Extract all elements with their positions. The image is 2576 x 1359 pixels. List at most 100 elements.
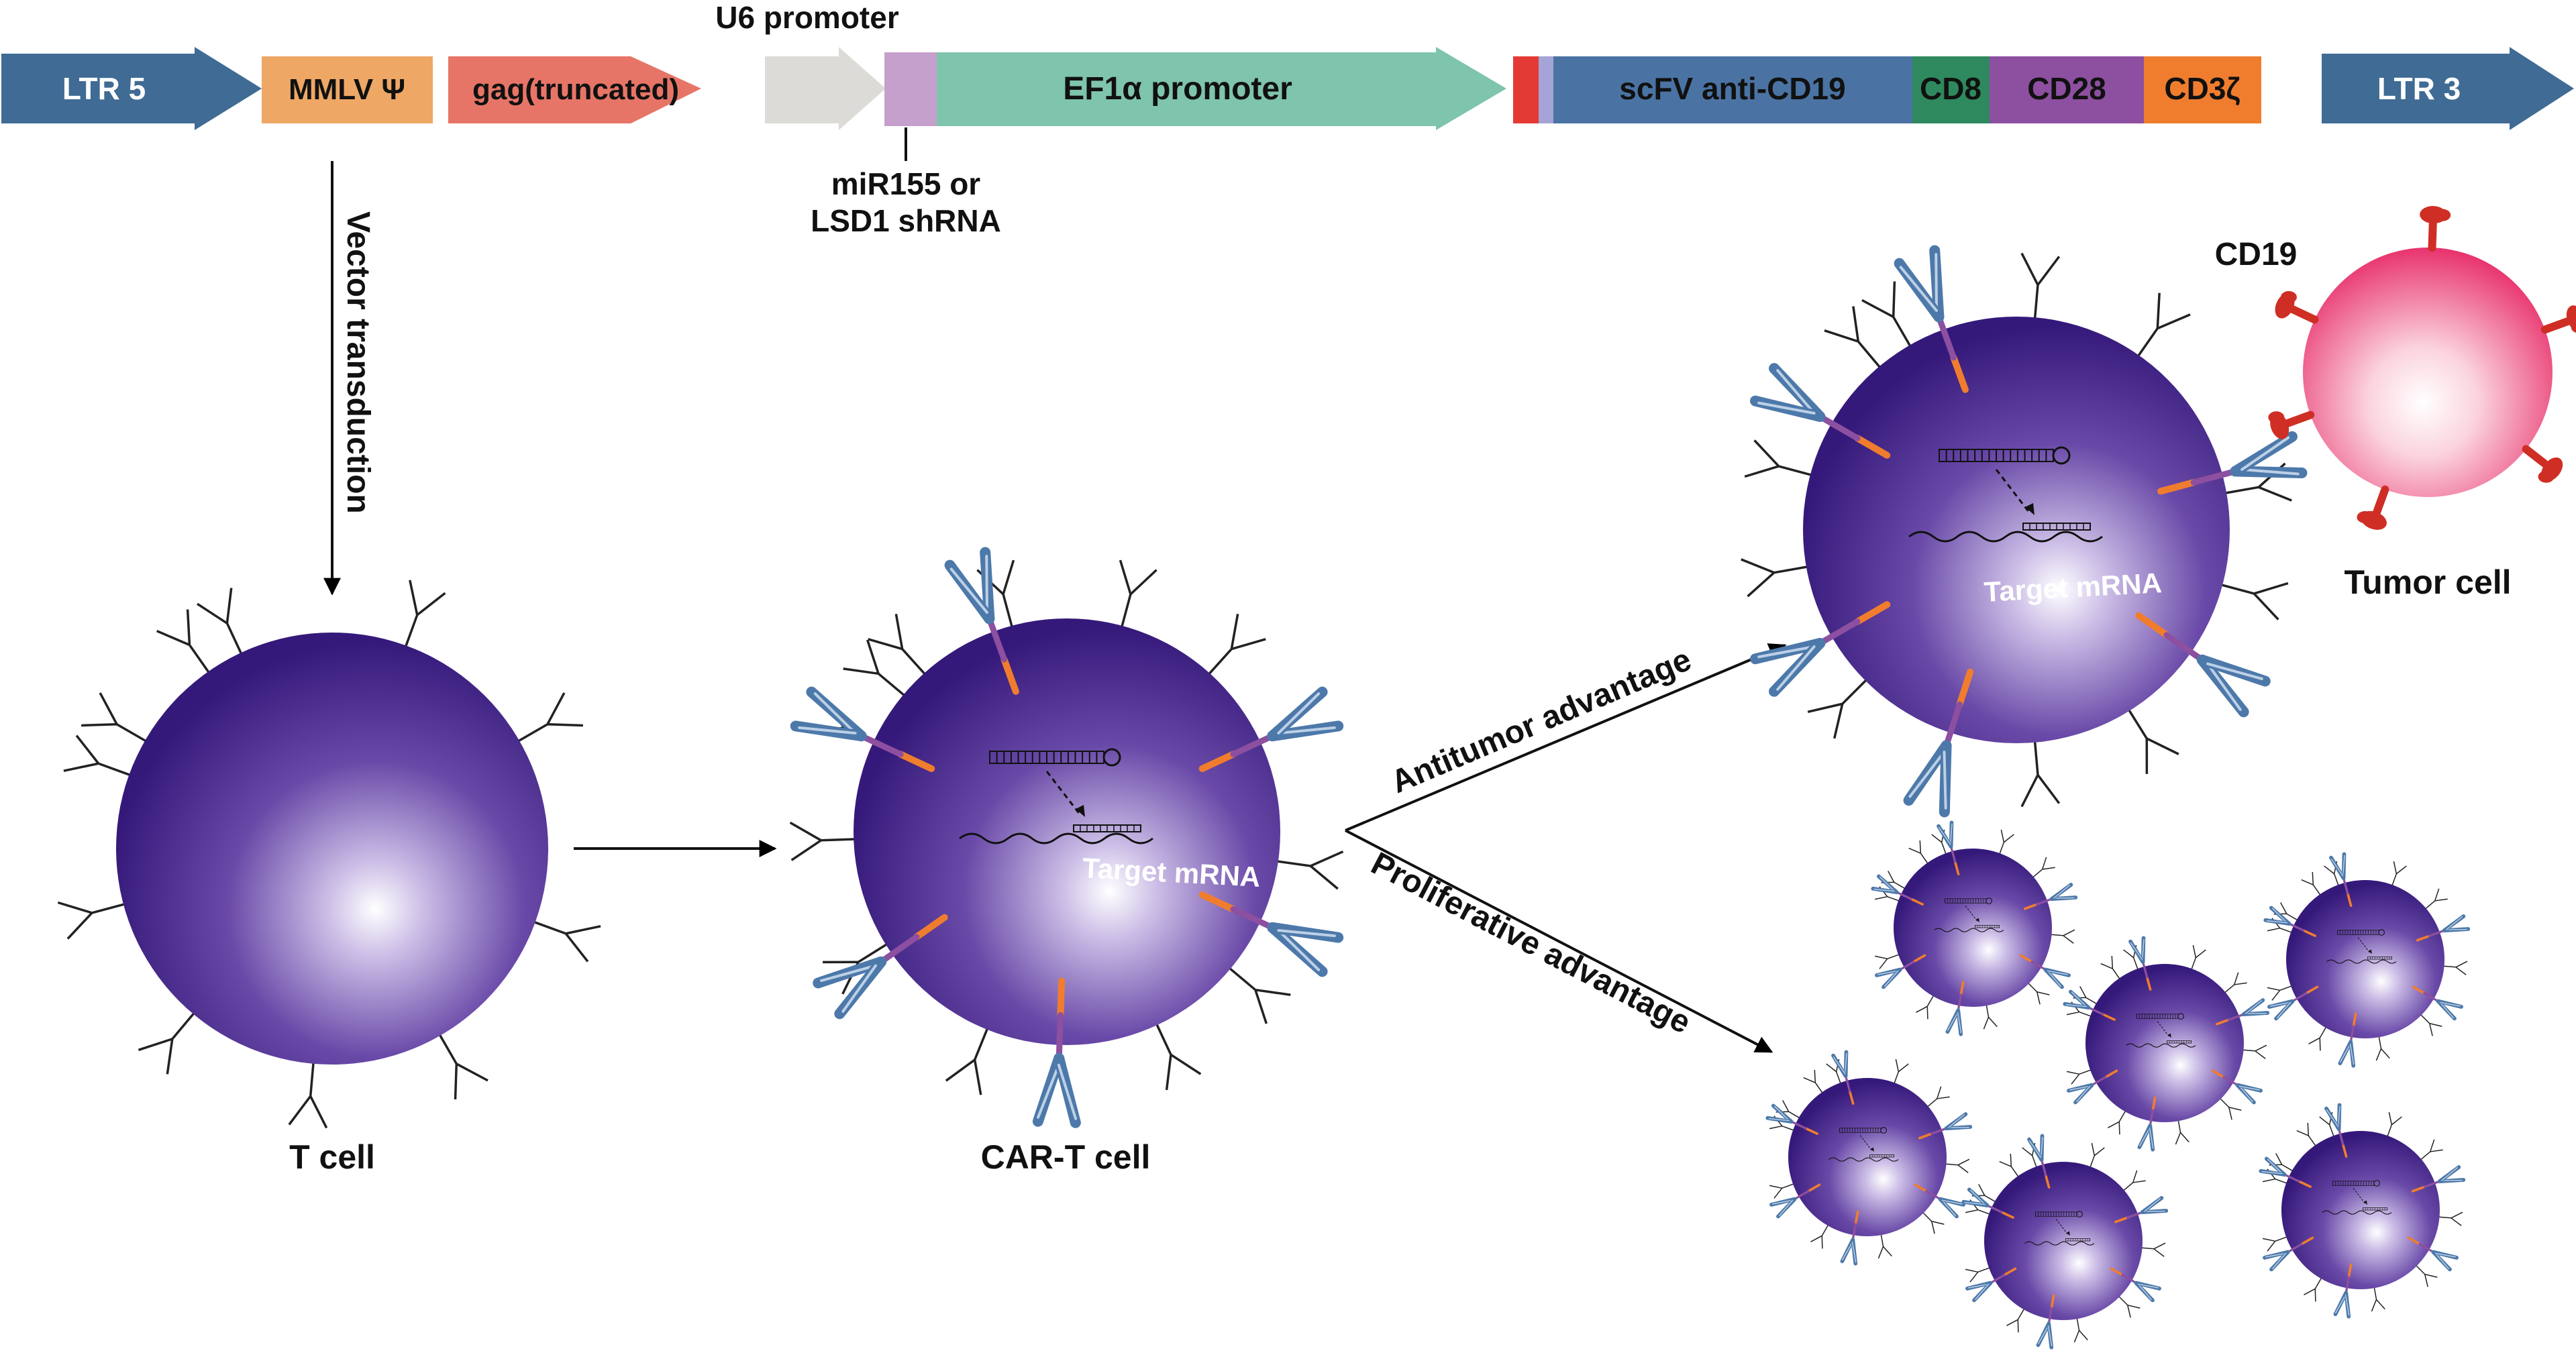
receptor — [2050, 930, 2075, 943]
receptor — [1227, 966, 1291, 1024]
car-scfv-highlight — [2340, 1044, 2351, 1062]
car-signal-domain — [1060, 981, 1062, 1015]
car-scfv-highlight — [1910, 752, 1944, 796]
car-t-cell-label: CAR-T cell — [981, 1138, 1151, 1176]
receptor — [2304, 1277, 2322, 1301]
cd3z-label: CD3ζ — [2164, 71, 2240, 106]
cells-layer — [58, 205, 2576, 1347]
ltr5-label: LTR 5 — [62, 71, 146, 106]
receptor — [1741, 559, 1810, 596]
receptor — [2141, 1243, 2165, 1256]
receptor — [2442, 961, 2467, 975]
shrna-label-2: LSD1 shRNA — [811, 203, 1001, 238]
receptor — [2032, 857, 2055, 878]
gag-label: gag(truncated) — [472, 73, 679, 106]
cell-body — [1803, 317, 2230, 743]
receptor — [2302, 872, 2321, 895]
cd8-label: CD8 — [1920, 71, 1981, 106]
receptor — [1824, 307, 1882, 370]
receptor — [1804, 1070, 1823, 1093]
receptor — [2218, 583, 2288, 619]
receptor — [2175, 1120, 2189, 1144]
proliferating-car-t-cell — [1767, 1052, 1970, 1263]
receptor — [2192, 945, 2206, 970]
car-scfv-highlight — [2336, 1295, 2346, 1313]
u6-label: U6 promoter — [715, 0, 899, 35]
u6-arrow — [765, 47, 886, 130]
receptor — [2136, 293, 2190, 359]
car-stalk — [1059, 1015, 1060, 1058]
receptor — [2267, 986, 2292, 1001]
tumor-cell — [2267, 205, 2576, 533]
receptor — [2420, 1140, 2443, 1160]
cd19-stalk — [2545, 321, 2567, 329]
receptor — [2416, 1265, 2438, 1287]
tumor-cell-label: Tumor cell — [2344, 563, 2511, 601]
receptor — [157, 610, 211, 675]
proliferating-car-t-cell — [2065, 938, 2267, 1149]
receptor — [1927, 1087, 1950, 1107]
receptor — [1916, 995, 1934, 1019]
receptor — [2000, 1154, 2019, 1177]
car-scfv-highlight — [1038, 1065, 1059, 1118]
receptor — [289, 1059, 327, 1128]
receptor — [197, 588, 243, 657]
receptor — [1274, 852, 1343, 889]
receptor — [2074, 1317, 2088, 1342]
receptor — [1207, 614, 1266, 676]
receptor — [2224, 973, 2247, 993]
ltr3-label: LTR 3 — [2377, 71, 2461, 106]
cell-body — [116, 633, 548, 1065]
signal-peptide-lavender — [1539, 56, 1553, 123]
shrna-label-1: miR155 or — [831, 166, 981, 201]
receptor — [2438, 1212, 2463, 1226]
receptor — [1922, 1212, 1945, 1234]
receptor — [2028, 983, 2050, 1005]
car-t-cell — [790, 553, 1343, 1123]
proliferating-car-t-cell — [2261, 1105, 2463, 1316]
car-scfv-highlight — [2140, 1128, 2150, 1146]
car-scfv-highlight — [1843, 1242, 1853, 1260]
proliferative-label: Proliferative advantage — [1366, 846, 1696, 1041]
cell-body — [2085, 964, 2244, 1122]
proliferating-car-t-cell — [1873, 822, 2075, 1034]
receptor — [790, 822, 858, 860]
receptor — [2425, 889, 2448, 910]
cell-body — [2281, 1131, 2440, 1289]
receptor — [1769, 1184, 1794, 1199]
receptor — [2006, 1308, 2024, 1332]
receptor — [1120, 560, 1156, 630]
car-scfv-highlight — [1936, 254, 1937, 311]
ef1a-label: EF1α promoter — [1063, 71, 1292, 107]
cd19-antigen-lobe — [2434, 209, 2451, 221]
receptor — [1945, 1159, 1969, 1173]
receptor — [1155, 1021, 1201, 1089]
antitumor-arrow — [1345, 645, 1785, 830]
t-cell-label: T cell — [289, 1138, 375, 1176]
shrna-block — [884, 52, 937, 126]
mmlv-label: MMLV Ψ — [289, 73, 405, 106]
receptor — [2101, 956, 2120, 979]
receptor — [2022, 738, 2059, 806]
cell-body — [1984, 1162, 2143, 1320]
cd19-label: CD19 — [2215, 237, 2298, 272]
receptor — [2123, 1171, 2146, 1191]
receptor — [531, 921, 601, 962]
receptor — [2220, 1098, 2242, 1120]
cd19-stalk — [2288, 415, 2310, 423]
receptor — [1983, 1004, 1997, 1029]
vector-transduction-label: Vector transduction — [340, 211, 376, 514]
car-scfv-highlight — [2039, 1326, 2049, 1344]
cell-body — [1894, 849, 2052, 1007]
car-scfv-highlight — [1948, 1013, 1958, 1030]
cd19-stalk — [2377, 490, 2385, 512]
antitumor-car-t-cell — [1741, 251, 2302, 812]
receptor — [64, 736, 134, 777]
receptor — [2242, 1045, 2267, 1058]
receptor — [1909, 840, 1928, 864]
receptor — [2392, 861, 2407, 886]
receptor — [1808, 677, 1869, 739]
scfv-label: scFV anti-CD19 — [1619, 71, 1845, 106]
receptor — [2022, 253, 2059, 321]
